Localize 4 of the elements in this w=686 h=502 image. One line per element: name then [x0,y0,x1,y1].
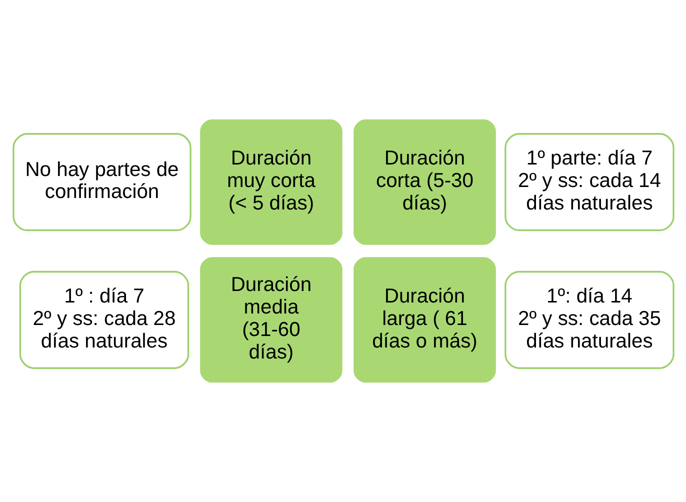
node-box: 1º parte: día 7 2º y ss: cada 14 días naturales [504,133,674,232]
node-box: No hay partes de confirmación [12,133,191,232]
node-box: 1º: día 14 2º y ss: cada 35 días naturales [504,270,674,369]
node-box: 1º : día 7 2º y ss: cada 28 días naturales [18,270,189,369]
